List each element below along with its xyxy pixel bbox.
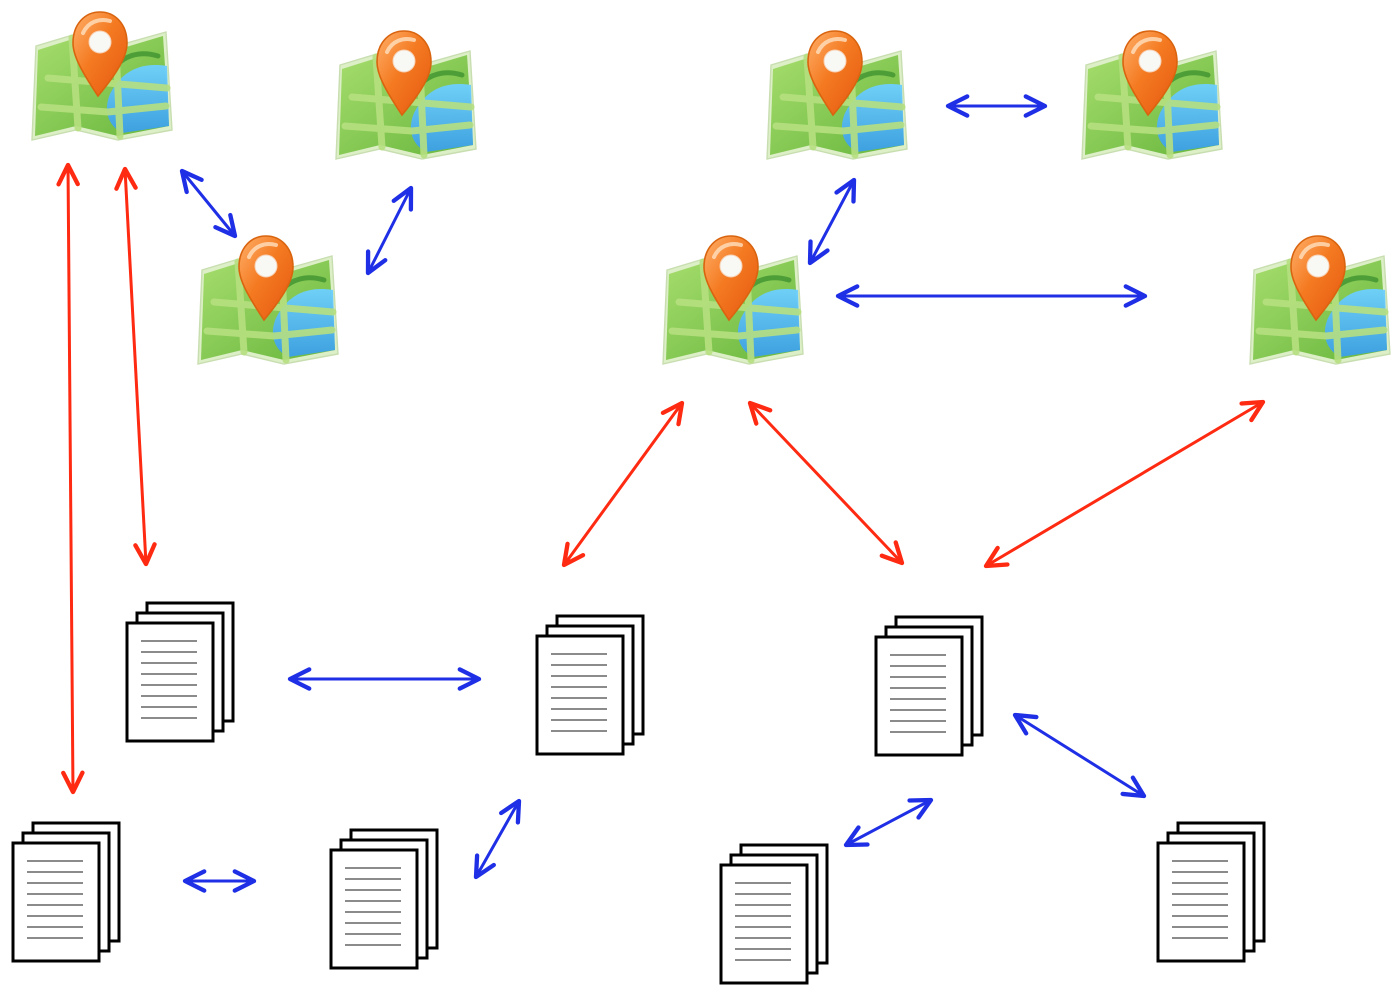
map-pin-icon [197, 235, 339, 365]
red-link-1 [56, 162, 85, 795]
map-pin-icon [31, 11, 173, 141]
red-link-5 [983, 399, 1266, 569]
links-layer [56, 94, 1266, 893]
blue-link-2 [365, 185, 414, 276]
document-stack-icon [874, 615, 984, 757]
blue-link-10 [1012, 712, 1147, 799]
blue-link-9 [843, 797, 934, 848]
map-pin-icon [1249, 235, 1391, 365]
document-stack-icon [719, 843, 829, 985]
nodes-layer [11, 11, 1391, 985]
map-pin-icon [1081, 30, 1223, 160]
red-link-2 [114, 166, 157, 567]
document-stack-icon [535, 614, 645, 756]
document-stack-icon [11, 821, 121, 963]
blue-link-8 [473, 798, 522, 880]
blue-link-1 [179, 168, 238, 239]
red-link-3 [561, 400, 685, 568]
map-pin-icon [662, 235, 804, 365]
blue-link-4 [807, 177, 857, 266]
document-stack-icon [329, 828, 439, 970]
document-stack-icon [125, 601, 235, 743]
map-pin-icon [335, 30, 477, 160]
map-pin-icon [766, 30, 908, 160]
document-stack-icon [1156, 821, 1266, 963]
red-link-4 [747, 400, 905, 566]
